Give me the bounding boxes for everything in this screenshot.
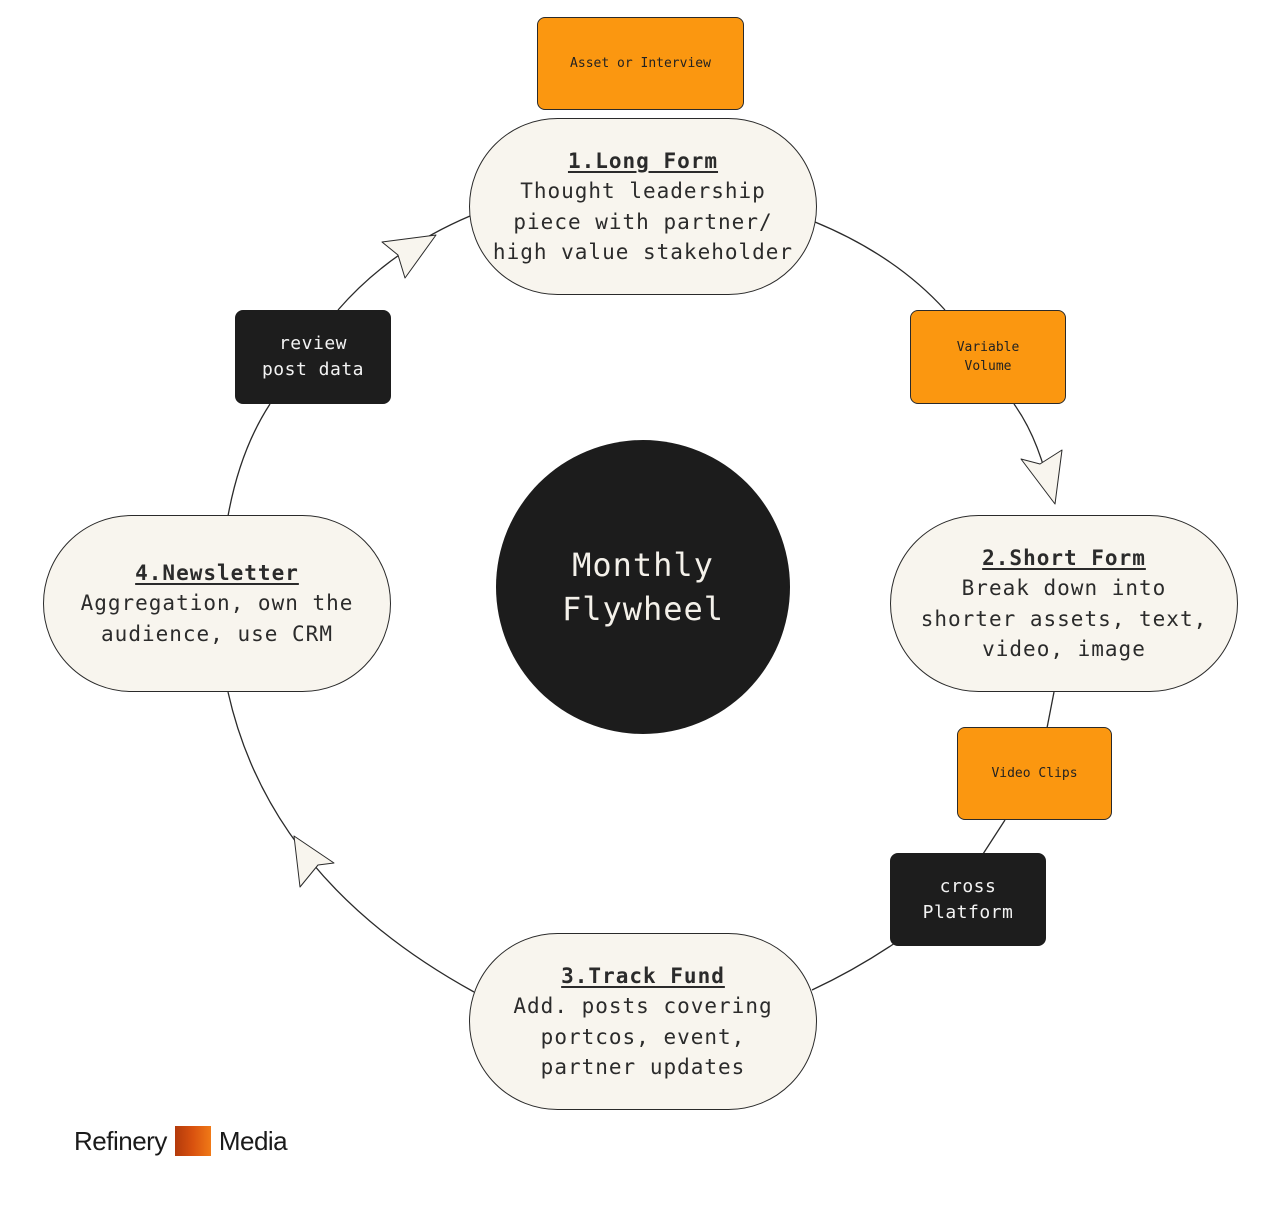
stage-newsletter-desc: Aggregation, own the audience, use CRM: [80, 591, 354, 646]
hub-monthly-flywheel: Monthly Flywheel: [496, 440, 790, 734]
tag-cross-platform-text: cross Platform: [922, 875, 1014, 923]
stage-track-fund: 3.Track Fund Add. posts covering portcos…: [469, 933, 817, 1110]
stage-track-fund-desc: Add. posts covering portcos, event, part…: [513, 994, 773, 1079]
connector-track-to-newsletter: [227, 691, 475, 993]
arrowhead-down-right: [1020, 449, 1063, 505]
tag-asset-or-interview-text: Asset or Interview: [570, 55, 711, 71]
tag-review-post-data-text: review post data: [261, 333, 365, 380]
tag-video-clips-text: Video Clips: [991, 765, 1078, 781]
connector-cross-to-track: [811, 942, 896, 991]
stage-newsletter-title: 4.Newsletter: [135, 560, 299, 585]
connector-long-to-variable: [814, 221, 946, 311]
stage-short-form-desc: Break down into shorter assets, text, vi…: [920, 576, 1208, 661]
hub-label: Monthly Flywheel: [561, 546, 725, 628]
arrowhead-up-left-lower: [293, 835, 335, 888]
arrowhead-up-right-upper: [381, 234, 437, 279]
brand-mark-icon: [174, 1126, 211, 1156]
stage-track-fund-title: 3.Track Fund: [561, 963, 725, 988]
stage-long-form: 1.Long Form Thought leadership piece wit…: [469, 118, 817, 295]
stage-long-form-title: 1.Long Form: [567, 148, 719, 173]
connector-short-to-videoclips: [1046, 691, 1055, 729]
tag-cross-platform: cross Platform: [890, 853, 1046, 946]
brand-name-left: Refinery: [74, 1125, 167, 1156]
connector-newsletter-to-review: [227, 403, 271, 517]
tag-asset-or-interview: Asset or Interview: [537, 17, 744, 110]
brand-logo: Refinery Media: [74, 1124, 288, 1158]
tag-variable-volume: Variable Volume: [910, 310, 1066, 404]
stage-short-form-title: 2.Short Form: [982, 545, 1146, 570]
tag-review-post-data: review post data: [235, 310, 391, 404]
stage-newsletter: 4.Newsletter Aggregation, own the audien…: [43, 515, 391, 692]
stage-short-form: 2.Short Form Break down into shorter ass…: [890, 515, 1238, 692]
stage-long-form-desc: Thought leadership piece with partner/ h…: [492, 179, 794, 264]
brand-name-right: Media: [218, 1125, 288, 1156]
connector-videoclips-to-cross: [982, 819, 1006, 855]
tag-variable-volume-text: Variable Volume: [956, 339, 1020, 375]
connector-review-to-long: [337, 215, 471, 311]
tag-video-clips: Video Clips: [957, 727, 1112, 820]
